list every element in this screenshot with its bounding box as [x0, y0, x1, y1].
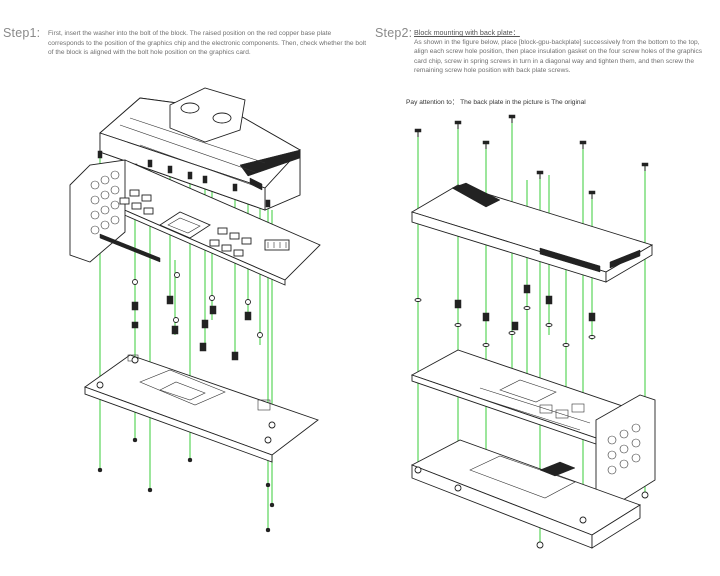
io-bracket-ports	[90, 170, 120, 235]
step1-bottom-screws	[97, 437, 275, 533]
step2-io-ports	[607, 423, 641, 475]
pcb-components	[119, 189, 290, 257]
step2-water-block	[410, 439, 649, 549]
step2-label: Step2:	[375, 26, 413, 40]
water-block	[97, 87, 301, 211]
step2-standoffs	[414, 284, 596, 347]
step1-illustration	[69, 87, 321, 533]
step2-graphics-card-pcb	[410, 349, 656, 506]
step2-illustration	[410, 114, 656, 549]
step1-label: Step1:	[3, 26, 41, 40]
gpu-backplate	[410, 182, 654, 283]
base-plate	[84, 354, 319, 463]
step2-note: Pay attention to： The back plate in the …	[406, 99, 586, 106]
step2-text: As shown in the figure below, place [blo…	[414, 38, 703, 75]
step2-title: Block mounting with back plate：	[414, 28, 520, 37]
standoffs	[131, 272, 263, 361]
step2-top-screws	[414, 114, 649, 199]
step1-text: First, insert the washer into the bolt o…	[48, 30, 367, 57]
step2-block: Block mounting with back plate： As shown…	[414, 28, 714, 76]
graphics-card-pcb	[69, 159, 321, 286]
